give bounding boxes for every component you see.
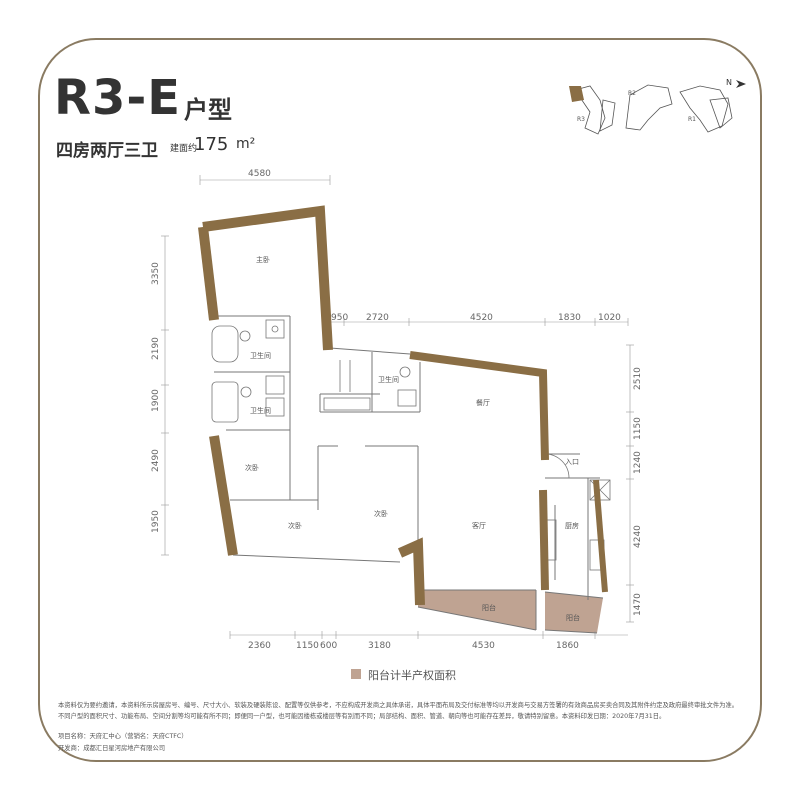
room-living: 客厅 xyxy=(472,521,486,530)
dim-left-5: 1950 xyxy=(151,510,161,533)
room-bedroom-1: 次卧 xyxy=(245,463,259,472)
dim-left-3: 1900 xyxy=(151,389,161,412)
card-frame xyxy=(38,38,762,762)
room-dining: 餐厅 xyxy=(476,398,490,407)
legend-swatch xyxy=(351,669,361,679)
fixtures xyxy=(211,319,611,571)
dim-top-4: 4520 xyxy=(470,313,493,323)
disclaimer-line-1: 本资料仅为要约邀请，本资料所示房屋房号、编号、尺寸大小、软装及硬装陈设、配置等仅… xyxy=(58,702,739,709)
room-bath-1: 卫生间 xyxy=(250,351,271,360)
dim-right-2: 1150 xyxy=(633,417,643,440)
dim-top-5: 1830 xyxy=(558,313,581,323)
dim-right-1: 2510 xyxy=(633,367,643,390)
dim-top-1: 4580 xyxy=(248,169,271,179)
unit-type-title: R3-E xyxy=(54,70,182,126)
keyplan-label-r1: R1 xyxy=(688,116,696,123)
dim-bottom-2: 1150 xyxy=(296,641,319,651)
disclaimer: 本资料仅为要约邀请，本资料所示房屋房号、编号、尺寸大小、软装及硬装陈设、配置等仅… xyxy=(58,700,748,722)
unit-type-suffix: 户型 xyxy=(184,96,232,124)
compass-arrow-icon xyxy=(736,80,746,88)
room-master-bedroom: 主卧 xyxy=(256,255,270,264)
disclaimer-line-2: 不同户型的面积尺寸、功能布局、空间分割等均可能有所不同；即便同一户型，也可能因楼… xyxy=(58,713,666,720)
room-bath-3: 卫生间 xyxy=(378,375,399,384)
room-balcony-1: 阳台 xyxy=(482,603,496,612)
dim-right-5: 1470 xyxy=(633,593,643,616)
area-value: 175 xyxy=(194,134,229,155)
key-plan xyxy=(574,84,733,135)
room-balcony-2: 阳台 xyxy=(566,613,580,622)
dim-bottom-5: 4530 xyxy=(472,641,495,651)
dim-left-2: 2190 xyxy=(151,337,161,360)
dim-top-6: 1020 xyxy=(598,313,621,323)
dim-top-2: 950 xyxy=(331,313,348,323)
area-unit: m² xyxy=(236,136,256,152)
dim-right-3: 1240 xyxy=(633,451,643,474)
interior-walls xyxy=(214,315,604,634)
dim-left-4: 2490 xyxy=(151,449,161,472)
current-unit-marker xyxy=(569,86,584,102)
balcony-area-left xyxy=(418,590,536,630)
dim-right-4: 4240 xyxy=(633,525,643,548)
keyplan-label-r2: R2 xyxy=(628,90,636,97)
room-bedroom-3: 次卧 xyxy=(374,509,388,518)
dim-bottom-6: 1860 xyxy=(556,641,579,651)
keyplan-label-r3: R3 xyxy=(577,116,585,123)
room-entry: 入口 xyxy=(565,458,579,466)
dim-bottom-4: 3180 xyxy=(368,641,391,651)
dim-bottom-3: 600 xyxy=(320,641,337,651)
room-kitchen: 厨房 xyxy=(565,521,579,530)
area-label: 建面约 xyxy=(170,144,198,154)
room-bath-2: 卫生间 xyxy=(250,406,271,415)
project-name: 项目名称：天府汇中心（营销名：天府CTFC） xyxy=(58,733,188,740)
legend-label: 阳台计半产权面积 xyxy=(368,669,456,682)
dimension-lines xyxy=(161,175,634,639)
structural-walls xyxy=(198,205,608,606)
room-bedroom-2: 次卧 xyxy=(288,521,302,530)
dim-bottom-1: 2360 xyxy=(248,641,271,651)
compass-label: N xyxy=(726,78,732,87)
balcony-area-right xyxy=(545,592,603,633)
layout-subtitle: 四房两厅三卫 xyxy=(56,141,158,161)
developer-name: 开发商：成都汇日星河房地产有限公司 xyxy=(58,745,166,752)
dim-left-1: 3350 xyxy=(151,262,161,285)
dim-top-3: 2720 xyxy=(366,313,389,323)
